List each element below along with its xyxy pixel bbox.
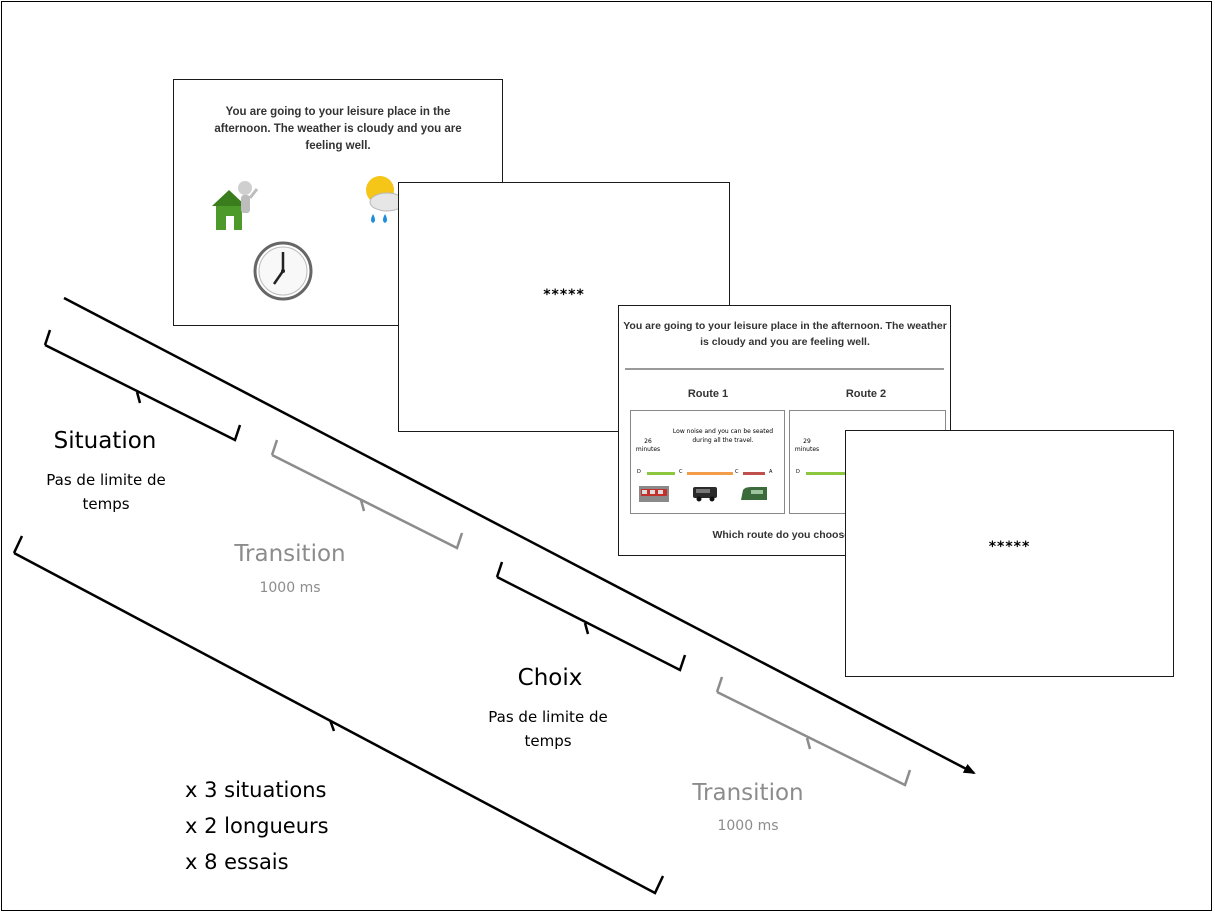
repetition-essais: x 8 essais — [185, 850, 289, 874]
phase-choix-sub: Pas de limite de temps — [488, 708, 608, 750]
phase-situation-sub: Pas de limite de temps — [46, 471, 166, 513]
segment-orange — [687, 472, 733, 475]
repetition-situations: x 3 situations — [185, 778, 327, 802]
phase-transition-2-sub: 1000 ms — [717, 818, 779, 834]
clock-icon — [253, 241, 313, 301]
segment-green — [647, 472, 675, 475]
brace-choix — [495, 561, 687, 672]
route-2-time: 29 — [803, 438, 811, 445]
tram-icon — [639, 486, 669, 502]
header-divider — [625, 368, 944, 370]
person-house-icon — [212, 181, 259, 230]
phase-choix-label: Choix — [517, 665, 583, 691]
route-2-time-unit: minutes — [794, 446, 820, 453]
transition-screen-2: ***** — [845, 430, 1174, 677]
route-1-stop-label: D — [637, 469, 641, 475]
brace-transition-2 — [715, 676, 912, 787]
choice-header-text: You are going to your leisure place in t… — [623, 320, 947, 348]
bus-icon — [693, 487, 717, 502]
route-1-stop-label: C — [735, 469, 739, 475]
choice-question: Which route do you choose? — [712, 529, 857, 541]
segment-red — [743, 472, 765, 475]
train-icon — [741, 487, 767, 500]
route-1-time: 26 — [644, 438, 652, 445]
timeline-arrow — [63, 296, 976, 775]
route-1-stop-label: A — [769, 469, 773, 475]
brace-situation — [43, 329, 242, 442]
stars-text: ***** — [543, 287, 585, 303]
route-2-stop-label: D — [796, 469, 800, 475]
route-2-title: Route 2 — [845, 388, 887, 400]
stars-text: ***** — [988, 539, 1031, 555]
route-1-time-unit: minutes — [635, 446, 661, 453]
route-1-title: Route 1 — [687, 388, 729, 400]
brace-repetition — [12, 535, 665, 895]
phase-transition-2-label: Transition — [692, 780, 804, 806]
phase-transition-1-sub: 1000 ms — [259, 580, 321, 596]
segment-green — [806, 472, 846, 475]
repetition-list: x 3 situations x 2 longueurs x 8 essais — [185, 772, 329, 880]
repetition-longueurs: x 2 longueurs — [185, 814, 329, 838]
brace-transition-1 — [270, 439, 464, 550]
sun-cloud-rain-icon — [366, 176, 405, 223]
phase-situation-label: Situation — [53, 428, 157, 454]
route-1-stop-label: C — [679, 469, 683, 475]
route-1-comfort: Low noise and you can be seated during a… — [672, 428, 774, 444]
situation-text: You are going to your leisure place in t… — [214, 106, 462, 152]
route-1-option[interactable]: 26 minutes Low noise and you can be seat… — [630, 410, 785, 514]
phase-transition-1-label: Transition — [234, 541, 346, 567]
